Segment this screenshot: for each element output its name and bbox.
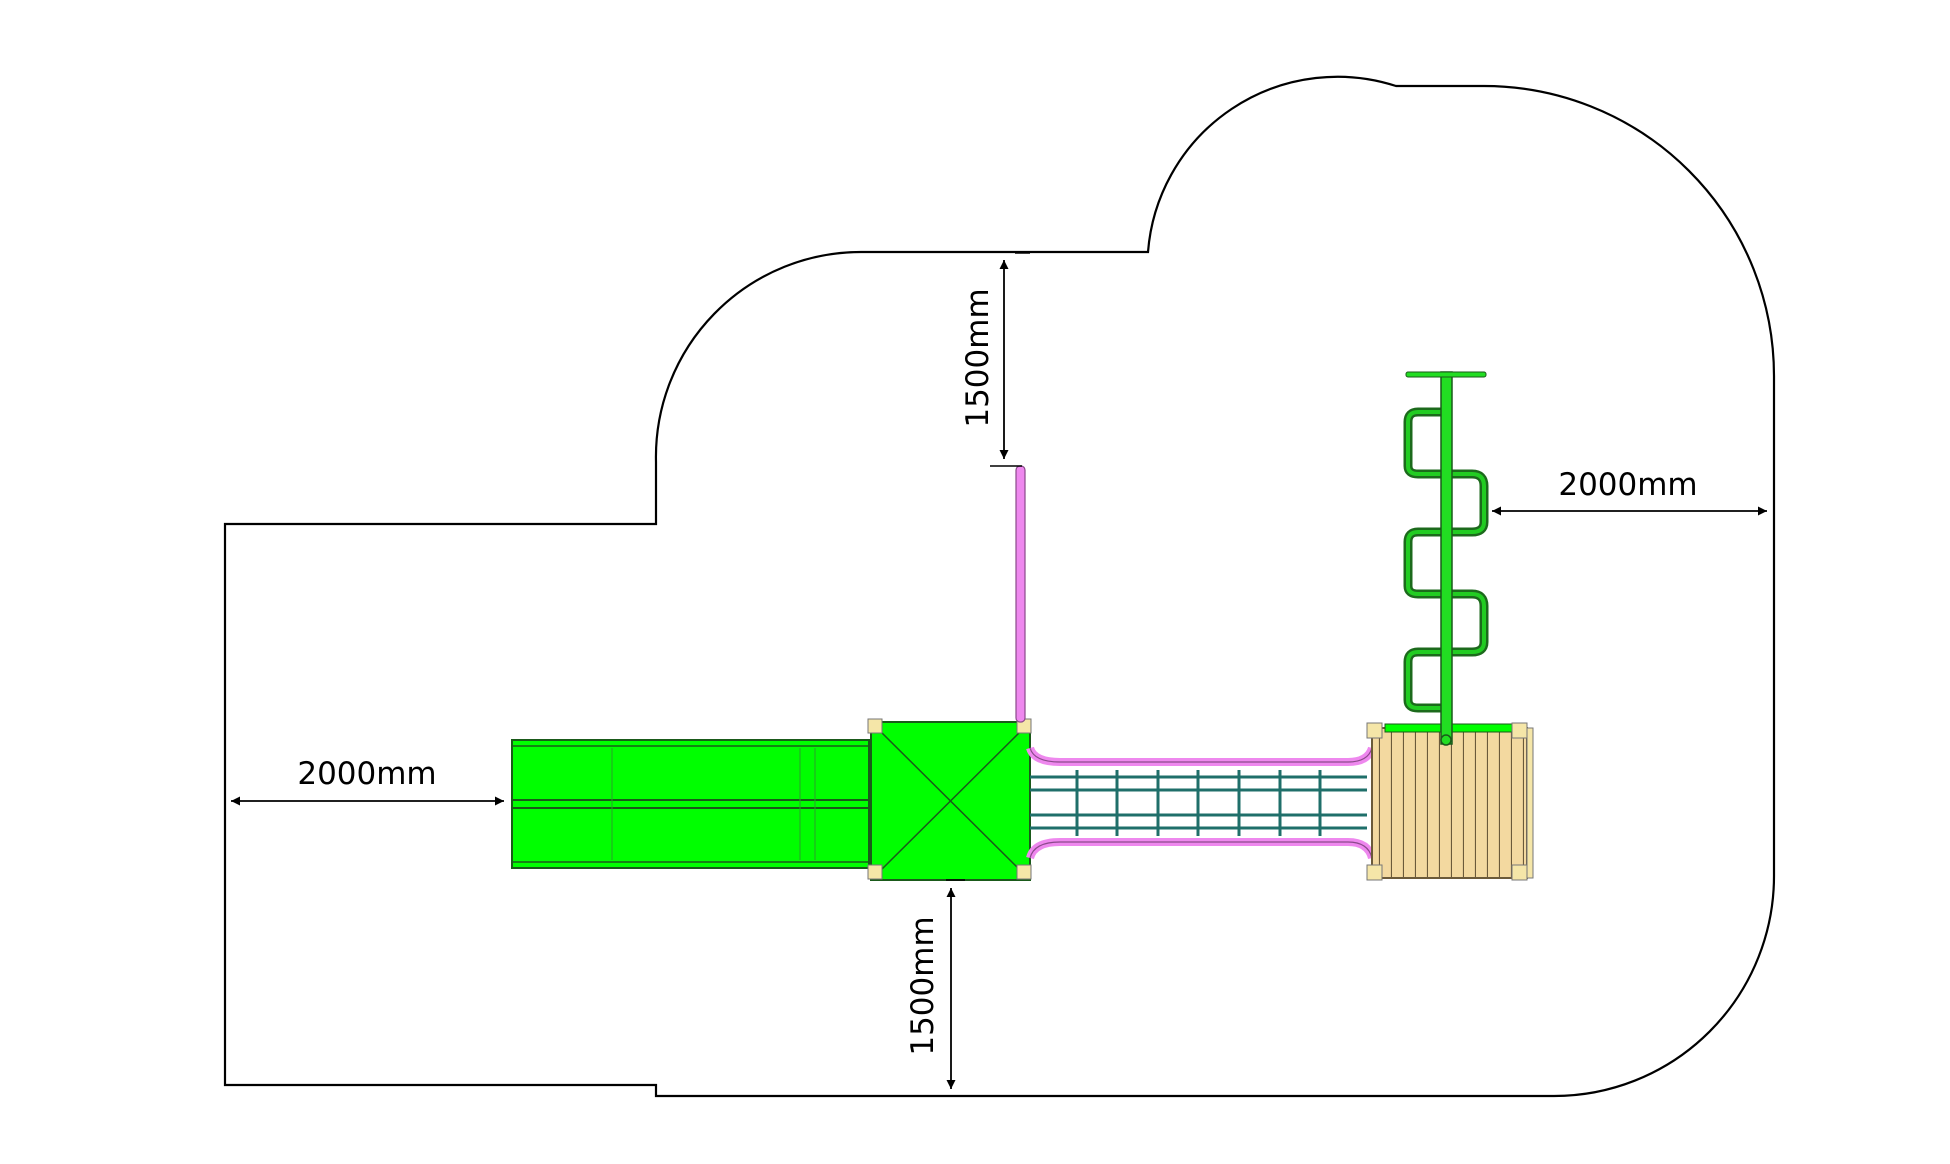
post-cap	[1366, 722, 1383, 739]
tower-roof	[867, 718, 1032, 881]
post-cap	[1366, 864, 1383, 881]
post-cap	[867, 718, 883, 734]
top-dimension-label: 1500mm	[960, 288, 996, 427]
wood-deck	[1366, 722, 1534, 881]
zigzag-climber	[1403, 371, 1489, 746]
left-dimension-label: 2000mm	[297, 756, 436, 792]
post-cap	[1016, 864, 1032, 880]
left-clearance-dimension: 2000mm	[231, 756, 504, 806]
bottom-clearance-dimension: 1500mm	[905, 879, 965, 1089]
safety-zone-outline	[223, 75, 1776, 1098]
right-dimension-label: 2000mm	[1558, 467, 1697, 503]
right-clearance-dimension: 2000mm	[1492, 467, 1767, 516]
bottom-dimension-label: 1500mm	[905, 916, 941, 1055]
bridge	[1030, 770, 1367, 836]
top-clearance-dimension: 1500mm	[960, 252, 1030, 467]
cross-icon	[870, 721, 1031, 881]
slide	[511, 739, 870, 869]
post-cap	[867, 864, 883, 880]
post-cap	[1511, 722, 1528, 739]
bridge-rails	[1026, 746, 1376, 860]
post-cap	[1511, 864, 1528, 881]
pink-pole	[1015, 465, 1026, 723]
